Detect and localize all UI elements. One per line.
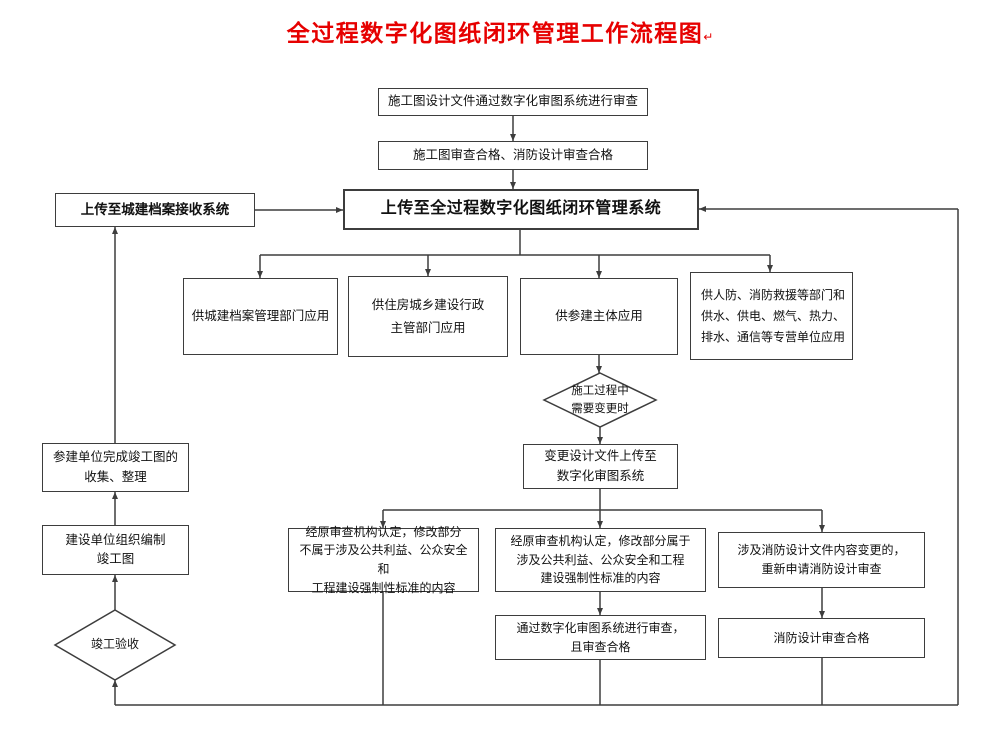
page-title: 全过程数字化图纸闭环管理工作流程图↵ xyxy=(0,14,1000,48)
node-change-major: 经原审查机构认定，修改部分属于 涉及公共利益、公众安全和工程 建设强制性标准的内… xyxy=(495,528,706,592)
node-asbuilt-compile: 建设单位组织编制 竣工图 xyxy=(42,525,189,575)
node-change-minor: 经原审查机构认定，修改部分 不属于涉及公共利益、公众安全和 工程建设强制性标准的… xyxy=(288,525,479,595)
node-recheck-pass: 通过数字化审图系统进行审查， 且审查合格 xyxy=(495,615,706,660)
node-upload-archive-system: 上传至城建档案接收系统 xyxy=(55,193,255,227)
node-change-fire: 涉及消防设计文件内容变更的， 重新申请消防设计审查 xyxy=(718,532,925,588)
node-asbuilt-collect: 参建单位完成竣工图的 收集、整理 xyxy=(42,443,189,492)
node-change-upload: 变更设计文件上传至 数字化审图系统 xyxy=(523,444,678,489)
node-review-pass: 施工图审查合格、消防设计审查合格 xyxy=(378,141,648,170)
paragraph-mark-icon: ↵ xyxy=(703,30,714,44)
node-upload-closed-loop-system: 上传至全过程数字化图纸闭环管理系统 xyxy=(343,189,699,230)
node-app-special-depts: 供人防、消防救援等部门和 供水、供电、燃气、热力、 排水、通信等专营单位应用 xyxy=(690,272,853,360)
node-review-start: 施工图设计文件通过数字化审图系统进行审查 xyxy=(378,88,648,116)
node-app-participants: 供参建主体应用 xyxy=(520,278,678,355)
decision-diamond-change xyxy=(542,372,658,428)
node-fire-review-pass: 消防设计审查合格 xyxy=(718,618,925,658)
decision-diamond-acceptance xyxy=(53,609,177,681)
page-title-text: 全过程数字化图纸闭环管理工作流程图 xyxy=(286,20,704,46)
node-app-archive-dept: 供城建档案管理部门应用 xyxy=(183,278,338,355)
decision-acceptance-label: 竣工验收 xyxy=(90,637,139,652)
decision-change-label: 施工过程中 需要变更时 xyxy=(571,384,629,415)
node-app-housing-dept: 供住房城乡建设行政 主管部门应用 xyxy=(348,276,508,357)
